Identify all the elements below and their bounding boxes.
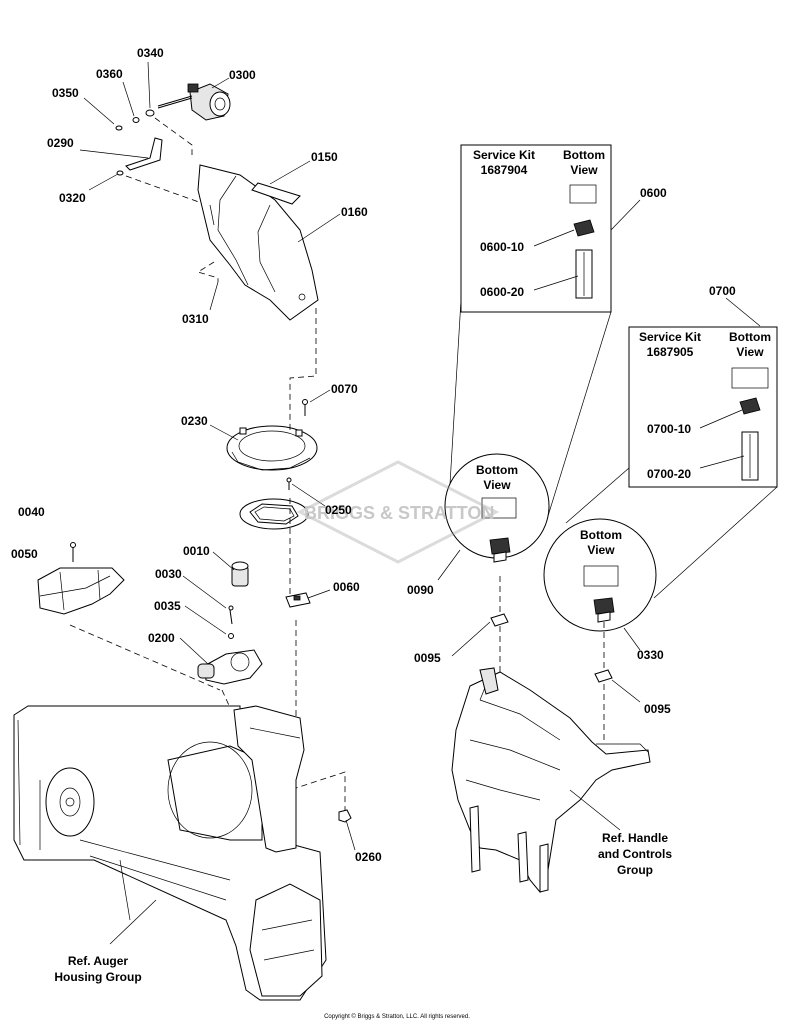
part-label-0600-10: 0600-10 [480,240,525,254]
service-kit-box-0600 [460,144,612,313]
part-label-0310: 0310 [182,312,209,326]
nut-0260 [338,809,352,823]
part-label-0700-20: 0700-20 [647,467,692,481]
motor-0300 [157,83,231,121]
clip-0060 [285,592,311,608]
connector-0095-b [594,669,613,683]
ref-handle-line1: Ref. Handle [601,831,668,845]
part-label-0600: 0600 [640,186,667,200]
leader-lines-right [437,199,778,831]
auger-housing [13,705,327,1001]
chute-0160 [197,164,319,321]
service-kit-box-0700 [628,326,778,488]
callout-circle-0090 [444,453,550,563]
kit2-bottom-view-heading: Bottom View [718,330,782,360]
deflector-0150 [251,182,301,205]
kit2-title-line1: Service Kit [638,330,702,344]
part-label-0035: 0035 [154,599,181,613]
part-label-0160: 0160 [341,205,368,219]
plate-0250 [239,498,309,530]
kit1-number: 1687904 [480,163,528,177]
part-label-0290: 0290 [47,136,74,150]
ref-auger-housing-label: Ref. Auger Housing Group [40,953,156,985]
gear-motor-0200 [197,649,263,685]
kit2-title: Service Kit 1687905 [632,330,708,360]
part-label-0360: 0360 [96,67,123,81]
copyright-notice: Copyright © Briggs & Stratton, LLC. All … [324,1014,470,1020]
callout-0330-view: View [587,543,615,557]
part-label-0230: 0230 [181,414,208,428]
kit1-bottom-view-heading: Bottom View [552,148,616,178]
part-label-0350: 0350 [52,86,79,100]
part-label-0070: 0070 [331,382,358,396]
callout-0090-heading: Bottom View [467,463,527,493]
part-label-0700: 0700 [709,284,736,298]
part-label-0040: 0040 [18,505,45,519]
washers-0340-0360-0350 [115,109,155,131]
handle-and-controls [451,667,651,893]
part-label-0250: 0250 [325,503,352,517]
kit2-view-label: View [736,345,764,359]
knob-0010 [231,561,249,587]
part-label-0600-20: 0600-20 [480,285,525,299]
callout-0330-heading: Bottom View [571,528,631,558]
kit2-bottom-label: Bottom [729,330,771,344]
part-label-0340: 0340 [137,46,164,60]
part-label-0260: 0260 [355,850,382,864]
watermark-text: BRIGGS & STRATTON [304,503,495,523]
ref-auger-line1: Ref. Auger [67,954,129,968]
watermark-logo [296,460,500,564]
part-label-0060: 0060 [333,580,360,594]
part-label-0330: 0330 [637,648,664,662]
part-label-0010: 0010 [183,544,210,558]
kit1-title: Service Kit 1687904 [466,148,542,178]
part-label-0320: 0320 [59,191,86,205]
part-label-0050: 0050 [11,547,38,561]
part-label-0030: 0030 [155,567,182,581]
part-label-0095-a: 0095 [414,651,441,665]
kit1-view-label: View [570,163,598,177]
callout-0090-bottom: Bottom [476,463,518,477]
kit1-bottom-label: Bottom [563,148,605,162]
callout-0090-view: View [483,478,511,492]
cover-0050 [37,567,125,615]
kit2-number: 1687905 [646,345,694,359]
part-label-0095-b: 0095 [644,702,671,716]
callout-0330-bottom: Bottom [580,528,622,542]
ref-auger-line2: Housing Group [54,970,142,984]
ref-handle-controls-label: Ref. Handle and Controls Group [580,830,690,878]
callout-circle-0330 [543,518,657,632]
part-label-0150: 0150 [311,150,338,164]
part-label-0700-10: 0700-10 [647,422,692,436]
part-label-0300: 0300 [229,68,256,82]
bracket-0290 [116,137,163,176]
leader-lines-left [79,61,356,945]
ref-handle-line2: and Controls [598,847,672,861]
ring-gear-0230 [226,425,318,471]
part-label-0090: 0090 [407,583,434,597]
kit1-title-line1: Service Kit [472,148,536,162]
ref-handle-line3: Group [617,863,653,877]
part-label-0200: 0200 [148,631,175,645]
connector-0095-a [490,613,509,627]
